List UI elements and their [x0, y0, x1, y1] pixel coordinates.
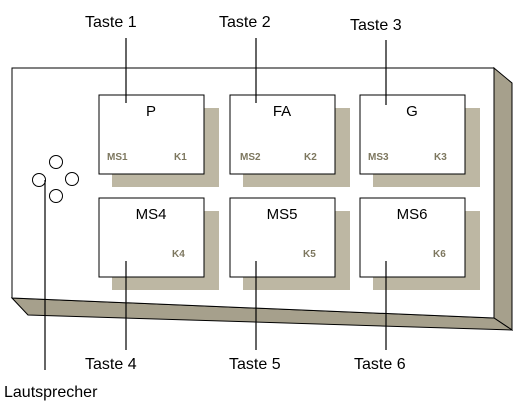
callout-taste-4: Taste 4	[85, 356, 137, 373]
key-k-label: K1	[174, 152, 187, 163]
key-k-label: K6	[433, 249, 446, 260]
key-5[interactable]: MS5 K5	[229, 197, 336, 278]
callout-taste-5: Taste 5	[229, 356, 281, 373]
key-label: FA	[273, 103, 291, 120]
key-label: G	[406, 103, 418, 120]
key-ms-label: MS2	[240, 152, 261, 163]
speaker-hole	[49, 189, 63, 203]
key-k-label: K4	[172, 249, 185, 260]
key-label: MS6	[397, 206, 428, 223]
key-face[interactable]	[359, 94, 466, 175]
key-k-label: K3	[434, 152, 447, 163]
key-face[interactable]	[98, 94, 205, 175]
speaker-hole	[32, 173, 46, 187]
callout-speaker: Lautsprecher	[4, 384, 98, 401]
key-face[interactable]	[229, 197, 336, 278]
key-ms-label: MS1	[107, 152, 128, 163]
speaker-hole	[49, 155, 63, 169]
speaker-hole	[65, 172, 79, 186]
key-label: MS5	[267, 206, 298, 223]
key-face[interactable]	[229, 94, 336, 175]
callout-taste-6: Taste 6	[354, 356, 406, 373]
panel-right-side	[493, 66, 513, 331]
callout-taste-2: Taste 2	[219, 14, 271, 31]
callout-taste-3: Taste 3	[350, 17, 402, 34]
key-3[interactable]: G MS3 K3	[359, 94, 466, 175]
key-4[interactable]: MS4 K4	[98, 197, 205, 278]
key-face[interactable]	[359, 197, 466, 278]
key-label: MS4	[136, 206, 167, 223]
key-2[interactable]: FA MS2 K2	[229, 94, 336, 175]
key-label: P	[146, 103, 156, 120]
key-6[interactable]: MS6 K6	[359, 197, 466, 278]
key-1[interactable]: P MS1 K1	[98, 94, 205, 175]
key-k-label: K5	[303, 249, 316, 260]
callout-taste-1: Taste 1	[85, 14, 137, 31]
key-k-label: K2	[304, 152, 317, 163]
key-ms-label: MS3	[368, 152, 389, 163]
key-face[interactable]	[98, 197, 205, 278]
leader-lines	[44, 38, 387, 370]
